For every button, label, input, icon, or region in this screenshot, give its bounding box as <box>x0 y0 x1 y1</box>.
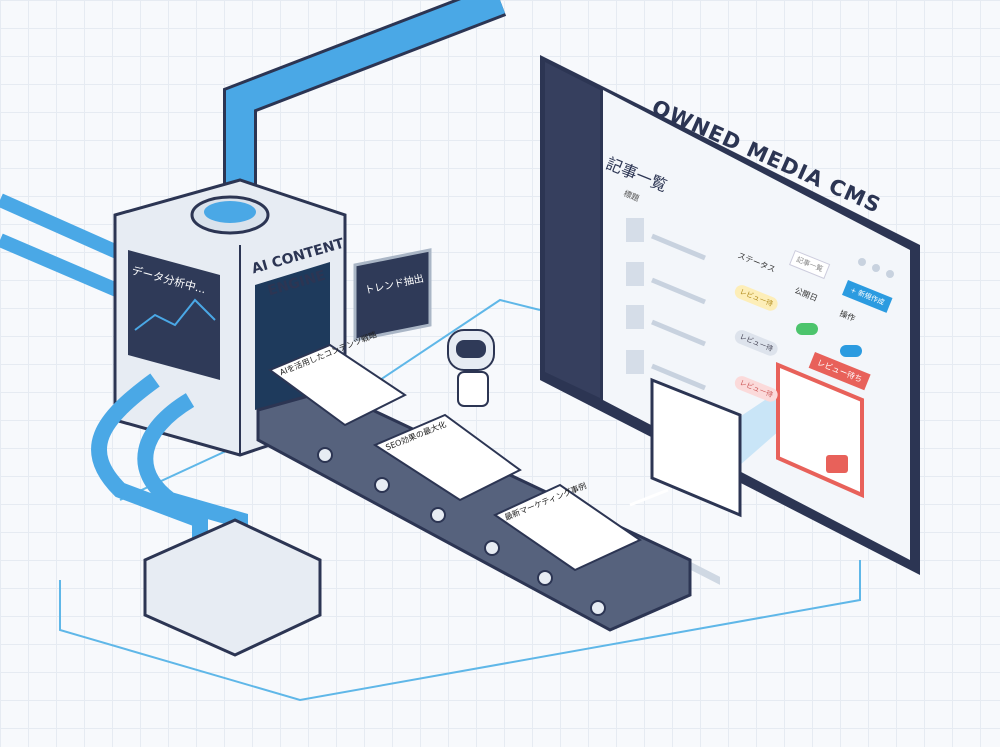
pipe-top-inner <box>226 0 506 210</box>
publish-toggle <box>796 323 818 335</box>
cms-sidebar <box>545 62 600 398</box>
publish-toggle <box>840 345 862 357</box>
data-tank <box>143 518 322 657</box>
article-card <box>372 413 522 502</box>
article-card <box>267 343 407 427</box>
conveyor-belt <box>256 388 692 632</box>
engine-screen <box>128 250 220 380</box>
pipe-top <box>223 0 507 210</box>
output-article <box>650 377 742 518</box>
trend-screen <box>353 248 432 342</box>
article-card <box>492 483 643 572</box>
circuit-line <box>59 560 861 702</box>
